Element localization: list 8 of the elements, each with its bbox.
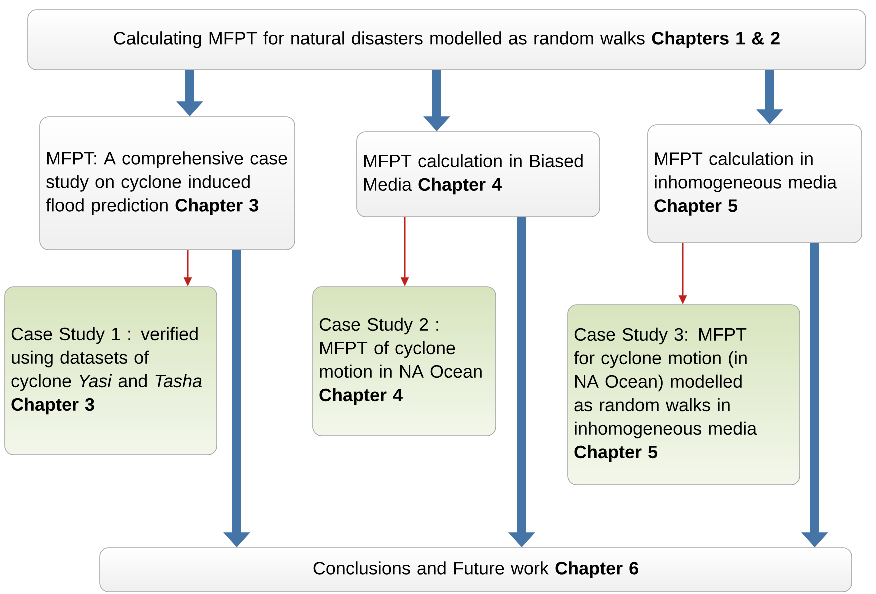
process-box: MFPT calculation in Biased Media Chapter 4	[356, 132, 600, 218]
case-study-box: Case Study 2 : MFPT of cyclone motion in NA Ocean Chapter 4	[312, 286, 496, 436]
process-box: Conclusions and Future work Chapter 6	[100, 548, 852, 592]
case-study-box: Case Study 3: MFPT for cyclone motion (in NA Ocean) modelled as random walks in inhomogeneous media Chapter 5	[568, 304, 800, 486]
process-box: MFPT calculation in inhomogeneous media Chapter 5	[648, 124, 862, 244]
case-study-box: Case Study 1 : verified using datasets of cyclone Yasi and Tasha Chapter 3	[4, 286, 218, 456]
process-box: MFPT: A comprehensive case study on cyclone induced flood prediction Chapter 3	[40, 116, 296, 250]
process-box: Calculating MFPT for natural disasters modelled as random walks Chapters 1 & 2	[28, 10, 866, 70]
